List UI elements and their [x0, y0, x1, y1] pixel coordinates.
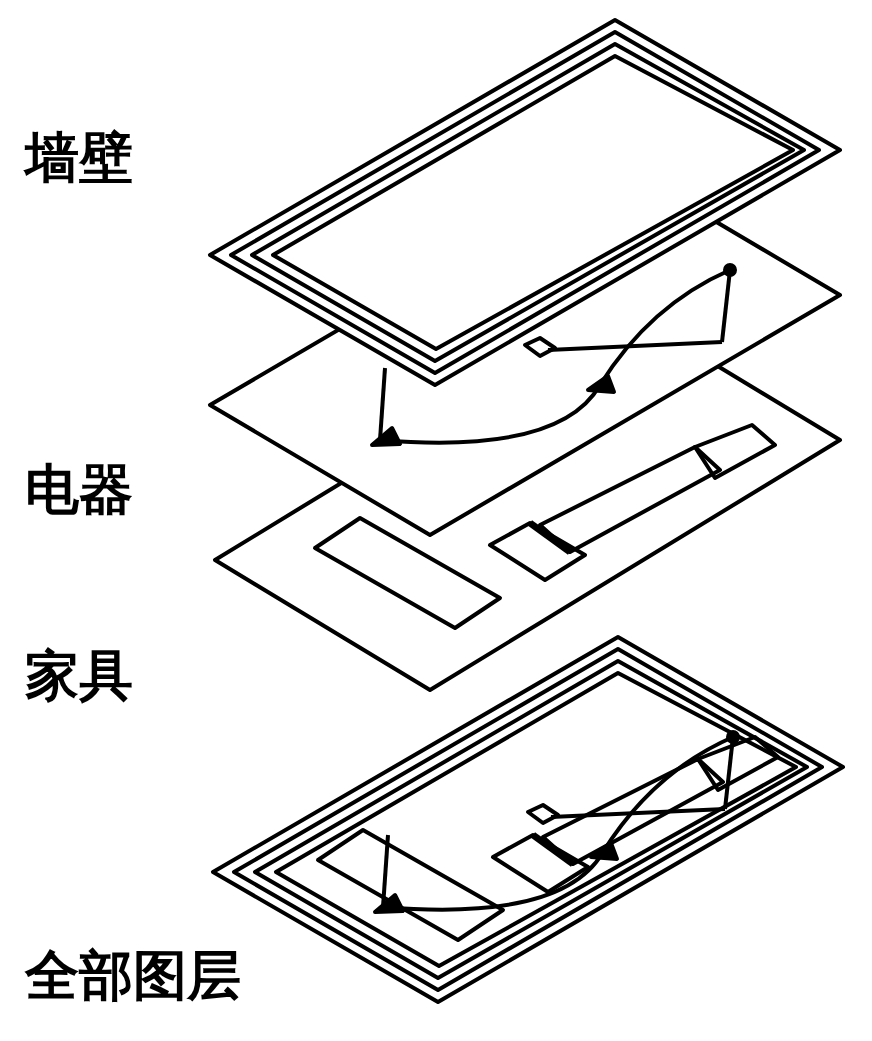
layer-label: 全部图层: [25, 946, 241, 1005]
layer-label: 电器: [25, 460, 133, 519]
combined-layer: [213, 637, 843, 1002]
layer-label: 墙壁: [25, 128, 133, 187]
wall-layer: [210, 20, 840, 385]
layer-label: 家具: [25, 646, 133, 705]
